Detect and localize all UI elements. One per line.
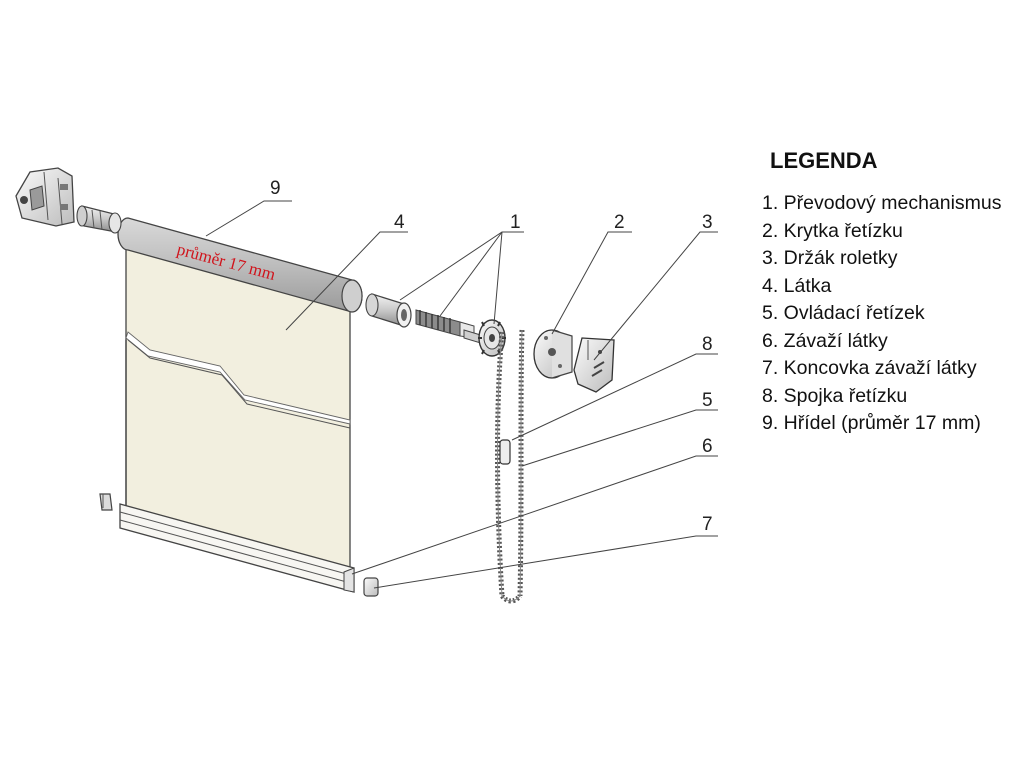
legend-item-4: 4. Látka (762, 274, 832, 297)
chain-connector (499, 439, 511, 465)
callout-4: 4 (394, 212, 405, 233)
left-sleeve (76, 205, 122, 234)
callout-8: 8 (702, 334, 713, 355)
ball-chain (495, 329, 525, 604)
legend-item-2: 2. Krytka řetízku (762, 219, 903, 242)
callout-numbers: 9 4 1 2 3 8 5 6 7 (270, 178, 713, 535)
legend-item-7: 7. Koncovka závaží látky (762, 357, 977, 379)
chain-cover (533, 329, 573, 379)
legend-item-8: 8. Spojka řetízku (762, 384, 908, 407)
callout-9: 9 (270, 178, 281, 199)
right-bracket (573, 337, 615, 393)
left-end-cap (99, 493, 113, 511)
callout-1: 1 (510, 212, 521, 233)
bottom-weight-bar (119, 503, 355, 593)
right-end-cap (363, 577, 379, 597)
callout-2: 2 (614, 212, 625, 233)
mechanism-sleeve (365, 293, 412, 328)
left-bracket (15, 167, 75, 227)
callout-3: 3 (702, 212, 713, 233)
legend-item-6: 6. Závaží látky (762, 329, 888, 352)
mechanism-gear (463, 319, 506, 357)
legend-item-5: 5. Ovládací řetízek (762, 302, 925, 324)
callout-7: 7 (702, 514, 713, 535)
legend: LEGENDA 1. Převodový mechanismus 2. Kryt… (762, 148, 1020, 438)
legend-item-9: 9. Hřídel (průměr 17 mm) (762, 412, 981, 434)
legend-title: LEGENDA (770, 148, 878, 173)
callout-6: 6 (702, 436, 713, 457)
legend-item-1: 1. Převodový mechanismus (762, 192, 1002, 214)
callout-5: 5 (702, 390, 713, 411)
legend-item-3: 3. Držák roletky (762, 247, 898, 269)
leader-lines (205, 200, 718, 589)
